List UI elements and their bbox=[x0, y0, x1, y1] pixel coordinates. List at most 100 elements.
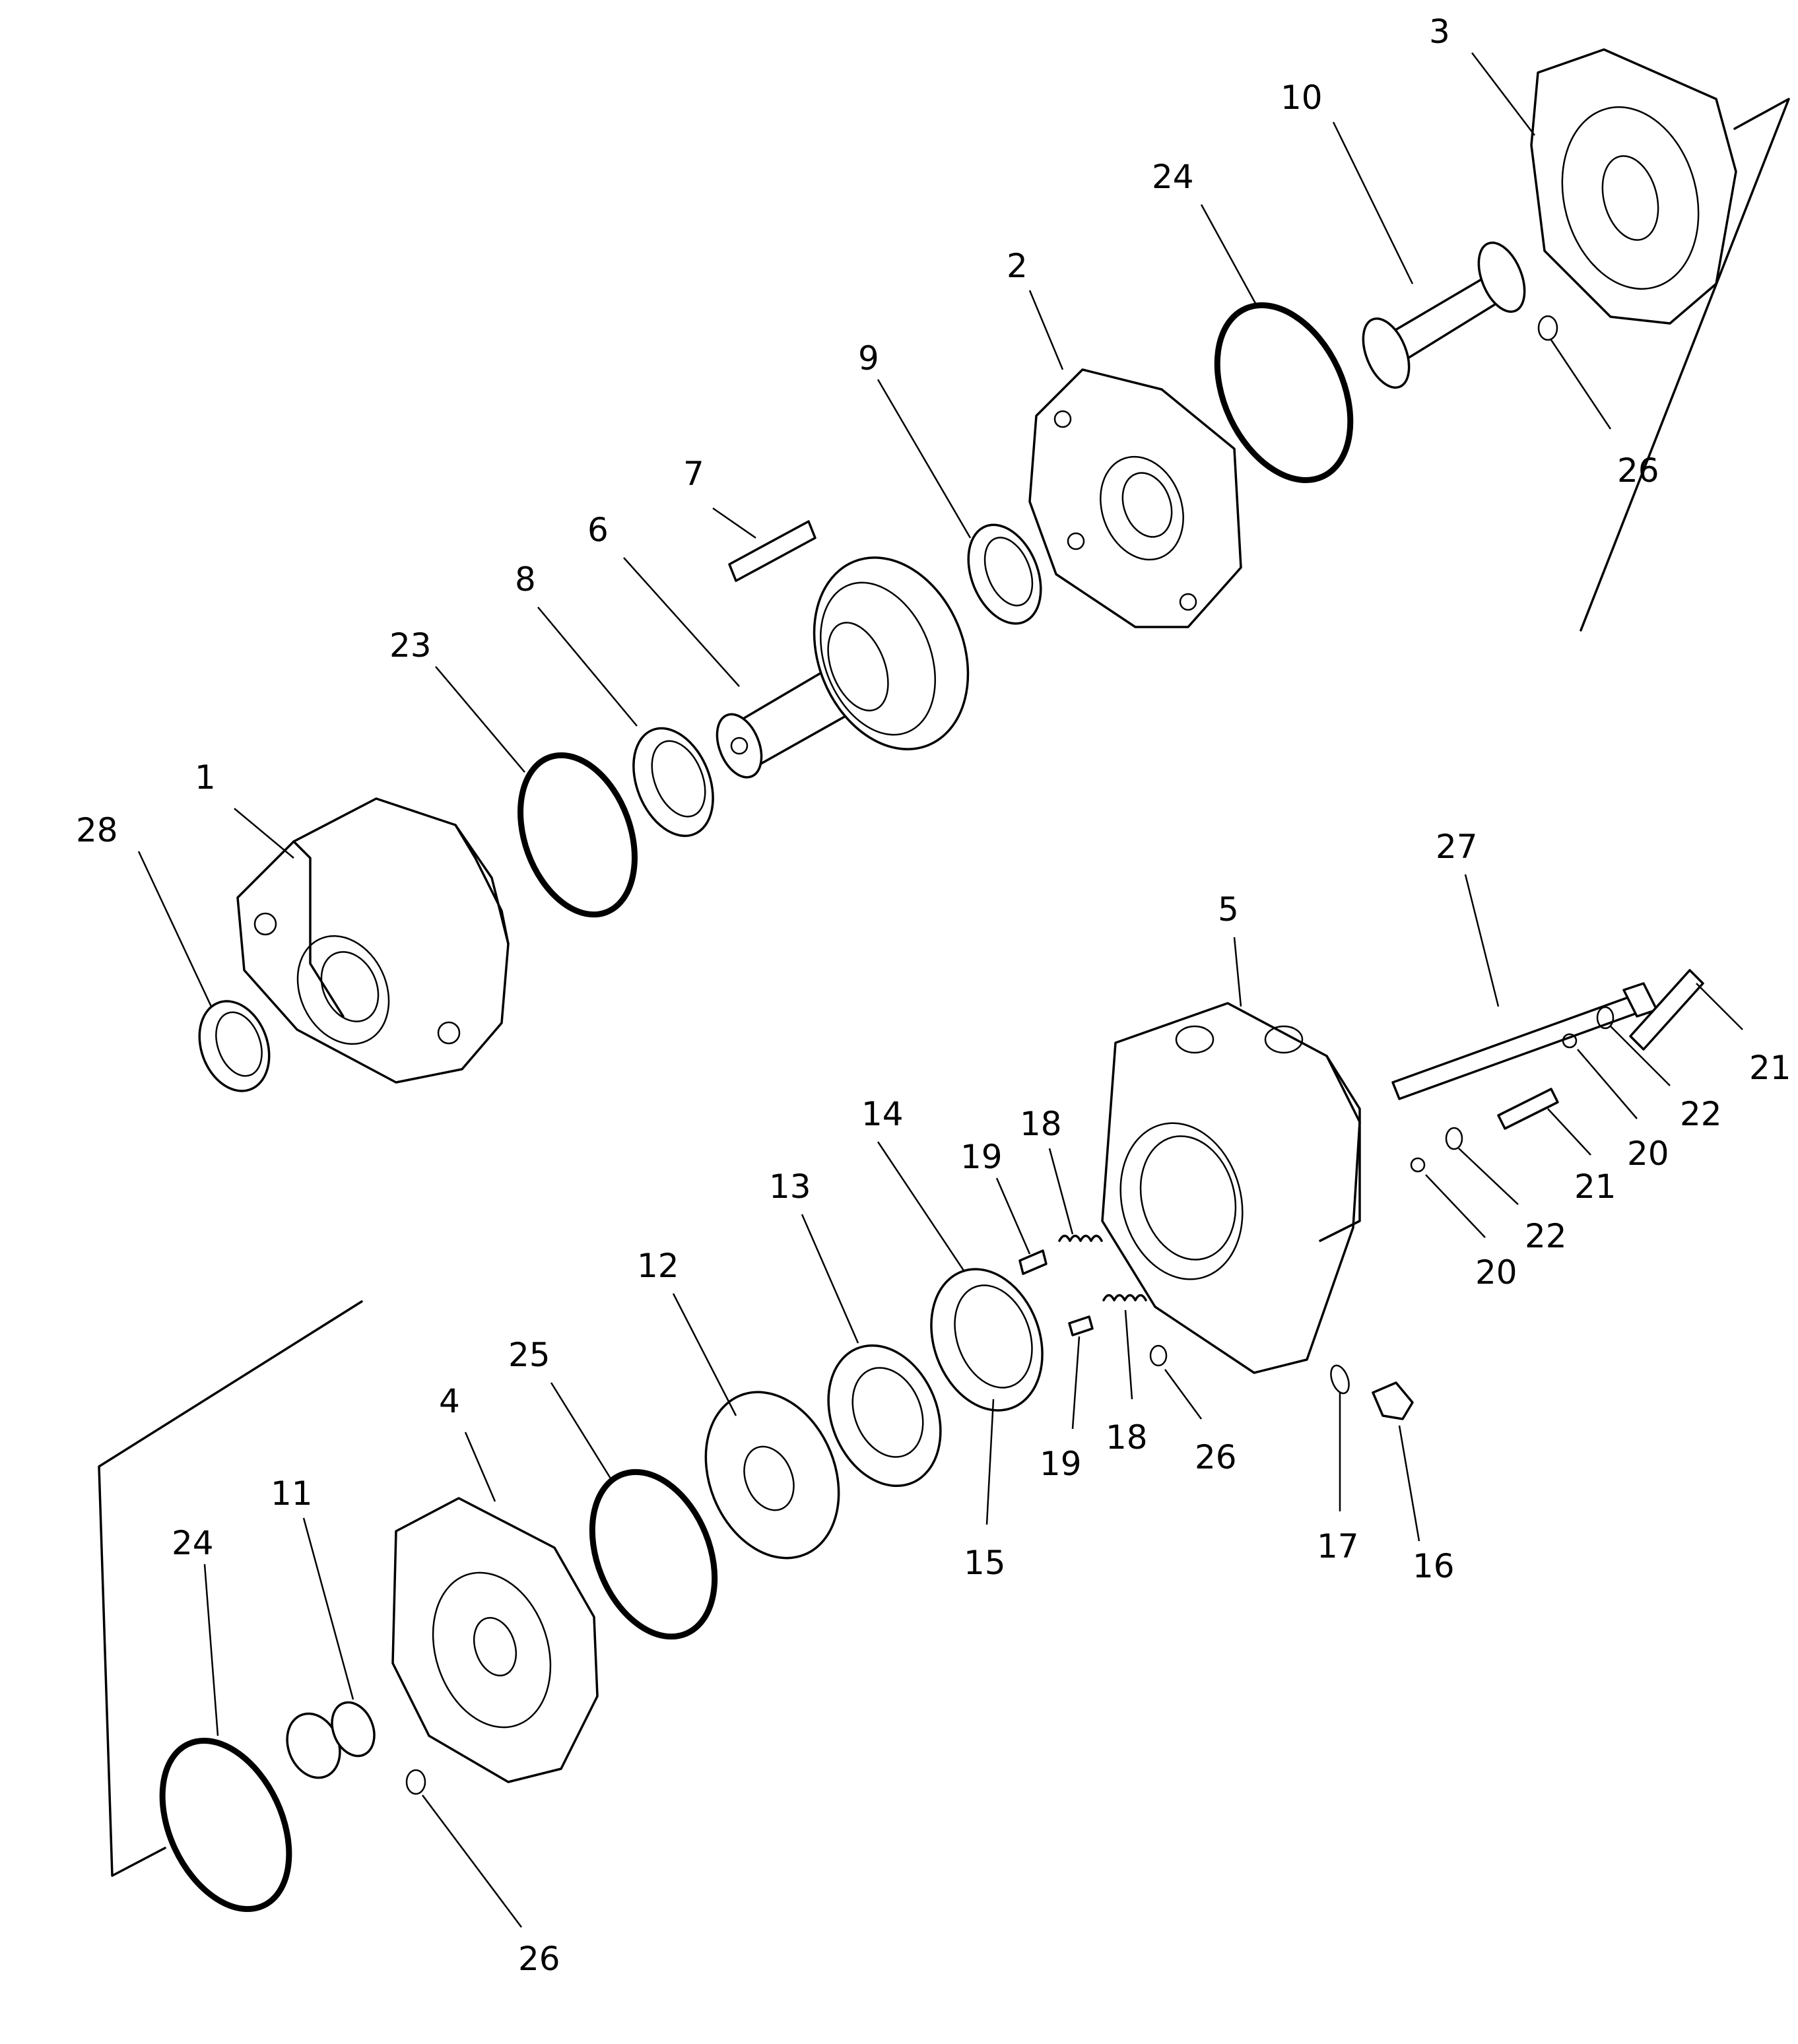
part-26-o-ring-bottom bbox=[405, 1769, 426, 1795]
part-2-flange-plate bbox=[1028, 368, 1242, 628]
leader-21b bbox=[1547, 1108, 1591, 1156]
leader-14 bbox=[877, 1141, 965, 1271]
callout-26a: 26 bbox=[1617, 451, 1659, 490]
callout-7: 7 bbox=[683, 455, 704, 493]
leader-20a bbox=[1577, 1049, 1638, 1119]
leader-7 bbox=[712, 507, 756, 539]
part-10-spline-shaft bbox=[1362, 242, 1526, 389]
leader-27 bbox=[1464, 874, 1500, 1007]
leader-26b bbox=[422, 1795, 522, 1928]
part-4-plate bbox=[391, 1497, 599, 1783]
upper-assembly-bracket bbox=[1580, 98, 1790, 632]
part-24-o-ring-top bbox=[1214, 302, 1354, 483]
leader-18a bbox=[1048, 1148, 1074, 1235]
callout-26c: 26 bbox=[1195, 1438, 1237, 1476]
callout-18b: 18 bbox=[1106, 1418, 1148, 1457]
part-12-rotor-plate bbox=[704, 1391, 840, 1560]
part-16-plug bbox=[1372, 1381, 1414, 1420]
leader-23 bbox=[435, 666, 525, 773]
part-1-front-housing bbox=[236, 797, 510, 1084]
callout-21a: 21 bbox=[1749, 1049, 1791, 1087]
leader-19a bbox=[995, 1177, 1031, 1255]
part-14-15-bearing bbox=[930, 1268, 1044, 1412]
part-21-bolt-b bbox=[1497, 1088, 1559, 1130]
part-18-spring-a bbox=[1058, 1234, 1103, 1242]
leader-25 bbox=[550, 1382, 612, 1479]
callout-24b: 24 bbox=[172, 1524, 214, 1562]
callout-20a: 20 bbox=[1627, 1135, 1669, 1173]
callout-labels: 1 2 3 4 5 6 7 8 9 10 11 12 13 14 15 16 1… bbox=[76, 13, 1791, 1978]
leader-11 bbox=[302, 1517, 354, 1700]
part-27-long-bolt bbox=[1391, 982, 1658, 1100]
part-8-bearing bbox=[632, 727, 714, 838]
part-19-pin-a bbox=[1018, 1249, 1048, 1275]
leader-1 bbox=[234, 808, 294, 859]
leader-24b bbox=[203, 1564, 219, 1736]
callout-10: 10 bbox=[1281, 79, 1323, 117]
part-22-washer-b bbox=[1445, 1127, 1463, 1150]
callout-28: 28 bbox=[76, 811, 118, 849]
callout-1: 1 bbox=[195, 758, 216, 797]
leader-26a bbox=[1550, 339, 1612, 430]
callout-24a: 24 bbox=[1152, 158, 1194, 196]
leader-8 bbox=[537, 607, 638, 727]
callout-13: 13 bbox=[769, 1168, 811, 1206]
part-20-ball-a bbox=[1562, 1033, 1578, 1049]
callout-2: 2 bbox=[1007, 247, 1028, 285]
callout-14: 14 bbox=[861, 1095, 904, 1133]
leader-21a bbox=[1696, 983, 1743, 1030]
part-26-o-ring-top bbox=[1537, 315, 1558, 341]
callout-22a: 22 bbox=[1680, 1095, 1722, 1133]
callout-27: 27 bbox=[1436, 828, 1478, 866]
part-3-end-cover bbox=[1530, 48, 1737, 325]
part-9-bearing bbox=[967, 523, 1042, 625]
callout-12: 12 bbox=[637, 1247, 679, 1285]
leader-9 bbox=[877, 379, 972, 539]
part-11-gear bbox=[286, 1701, 376, 1779]
leader-19b bbox=[1071, 1336, 1081, 1430]
part-25-o-ring bbox=[589, 1468, 718, 1640]
callout-15: 15 bbox=[964, 1544, 1006, 1582]
leader-18b bbox=[1124, 1309, 1133, 1400]
callout-20b: 20 bbox=[1475, 1253, 1517, 1292]
part-20-ball-b bbox=[1410, 1157, 1426, 1173]
leader-3 bbox=[1471, 52, 1535, 136]
part-26-o-ring-middle bbox=[1149, 1344, 1168, 1367]
part-7-key bbox=[728, 520, 816, 582]
callout-5: 5 bbox=[1218, 890, 1239, 929]
callout-6: 6 bbox=[587, 511, 609, 549]
leader-6 bbox=[623, 557, 740, 687]
callout-23: 23 bbox=[389, 626, 432, 665]
callout-19a: 19 bbox=[960, 1138, 1003, 1176]
callout-17: 17 bbox=[1317, 1527, 1359, 1566]
part-6-shaft bbox=[716, 556, 970, 779]
leader-26c bbox=[1164, 1369, 1203, 1420]
leader-10 bbox=[1332, 121, 1414, 284]
callout-3: 3 bbox=[1429, 13, 1450, 51]
part-19-pin-b bbox=[1068, 1315, 1094, 1336]
callout-26b: 26 bbox=[518, 1940, 560, 1978]
leader-13 bbox=[801, 1214, 859, 1344]
callout-8: 8 bbox=[515, 560, 536, 599]
part-23-o-ring bbox=[517, 752, 638, 918]
callout-16: 16 bbox=[1413, 1547, 1455, 1585]
part-5-main-body bbox=[1101, 1002, 1361, 1374]
part-24-o-ring-bottom bbox=[159, 1737, 292, 1913]
lower-assembly-bracket bbox=[98, 1300, 363, 1877]
leader-24a bbox=[1200, 204, 1259, 308]
leader-16 bbox=[1398, 1425, 1420, 1542]
part-17-washer bbox=[1330, 1364, 1350, 1395]
leader-5 bbox=[1233, 937, 1242, 1007]
callout-25: 25 bbox=[508, 1336, 550, 1374]
leader-28 bbox=[137, 851, 213, 1007]
callout-9: 9 bbox=[858, 339, 879, 378]
callout-22b: 22 bbox=[1525, 1217, 1567, 1255]
part-13-seal-plate bbox=[827, 1344, 942, 1488]
leader-4 bbox=[464, 1432, 496, 1502]
callout-21b: 21 bbox=[1574, 1168, 1616, 1206]
leader-22b bbox=[1458, 1148, 1519, 1205]
leader-lines bbox=[137, 52, 1743, 1928]
leader-22a bbox=[1610, 1026, 1671, 1086]
leader-2 bbox=[1028, 290, 1064, 370]
